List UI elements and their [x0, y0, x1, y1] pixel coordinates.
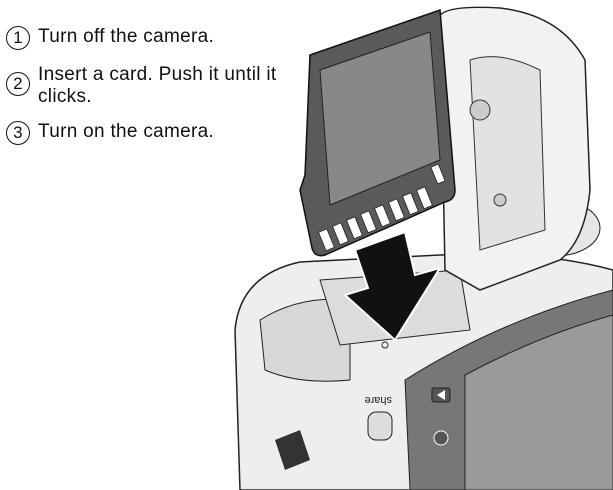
step-number: 3 — [6, 121, 30, 145]
insert-arrow-icon — [343, 230, 443, 342]
step-3: 3 Turn on the camera. — [6, 121, 278, 145]
step-2: 2 Insert a card. Push it until it clicks… — [6, 64, 278, 108]
delete-button — [433, 430, 449, 446]
sd-card — [299, 8, 456, 257]
step-text: Turn off the camera. — [38, 26, 215, 47]
step-number: 2 — [6, 72, 30, 96]
step-number: 1 — [6, 26, 30, 50]
step-text: Turn on the camera. — [38, 121, 215, 142]
share-button — [367, 411, 393, 441]
step-text: Insert a card. Push it until it clicks. — [38, 64, 277, 107]
step-1: 1 Turn off the camera. — [6, 26, 278, 50]
share-label: share — [364, 394, 392, 406]
